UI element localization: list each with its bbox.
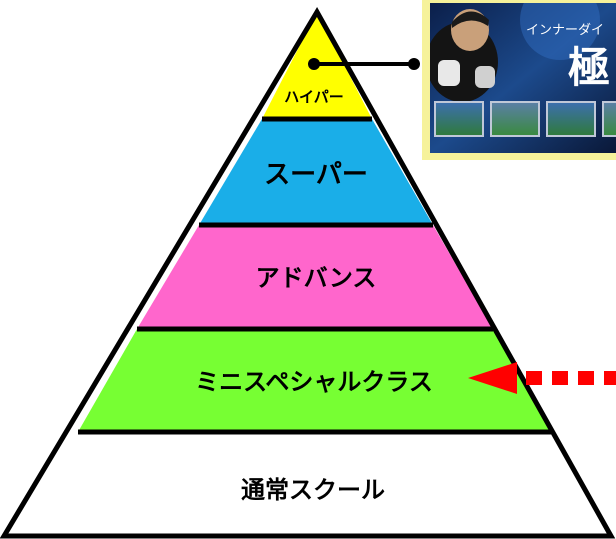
tier-label-advance: アドバンス: [256, 264, 377, 292]
tier-regular-school: [4, 432, 611, 536]
connector-dot-right: [408, 58, 420, 70]
banner-thumb-2: [490, 101, 540, 137]
banner-thumb-4: [602, 101, 616, 137]
arrow-head: [468, 362, 517, 394]
tier-mini-special-class: [78, 329, 551, 432]
banner-image[interactable]: インナーダイ 極: [422, 0, 616, 160]
pointer-arrow: [468, 362, 616, 394]
player-photo: [430, 9, 498, 102]
tier-label-hyper: ハイパー: [284, 88, 343, 106]
banner-subtitle: インナーダイ: [526, 23, 604, 38]
tier-label-regular-school: 通常スクール: [241, 476, 385, 504]
banner-thumb-1: [434, 101, 484, 137]
banner-thumb-3: [546, 101, 596, 137]
tier-super: [199, 119, 433, 225]
connector-dot-left: [308, 58, 320, 70]
banner-title: 極: [568, 43, 610, 92]
banner-connector: [308, 58, 420, 70]
tier-label-mini-special-class: ミニスペシャルクラス: [195, 368, 433, 396]
tier-dividers: [78, 116, 551, 435]
pyramid-outline: [0, 7, 616, 539]
tier-advance: [137, 225, 493, 329]
tier-label-super: スーパー: [264, 160, 368, 190]
